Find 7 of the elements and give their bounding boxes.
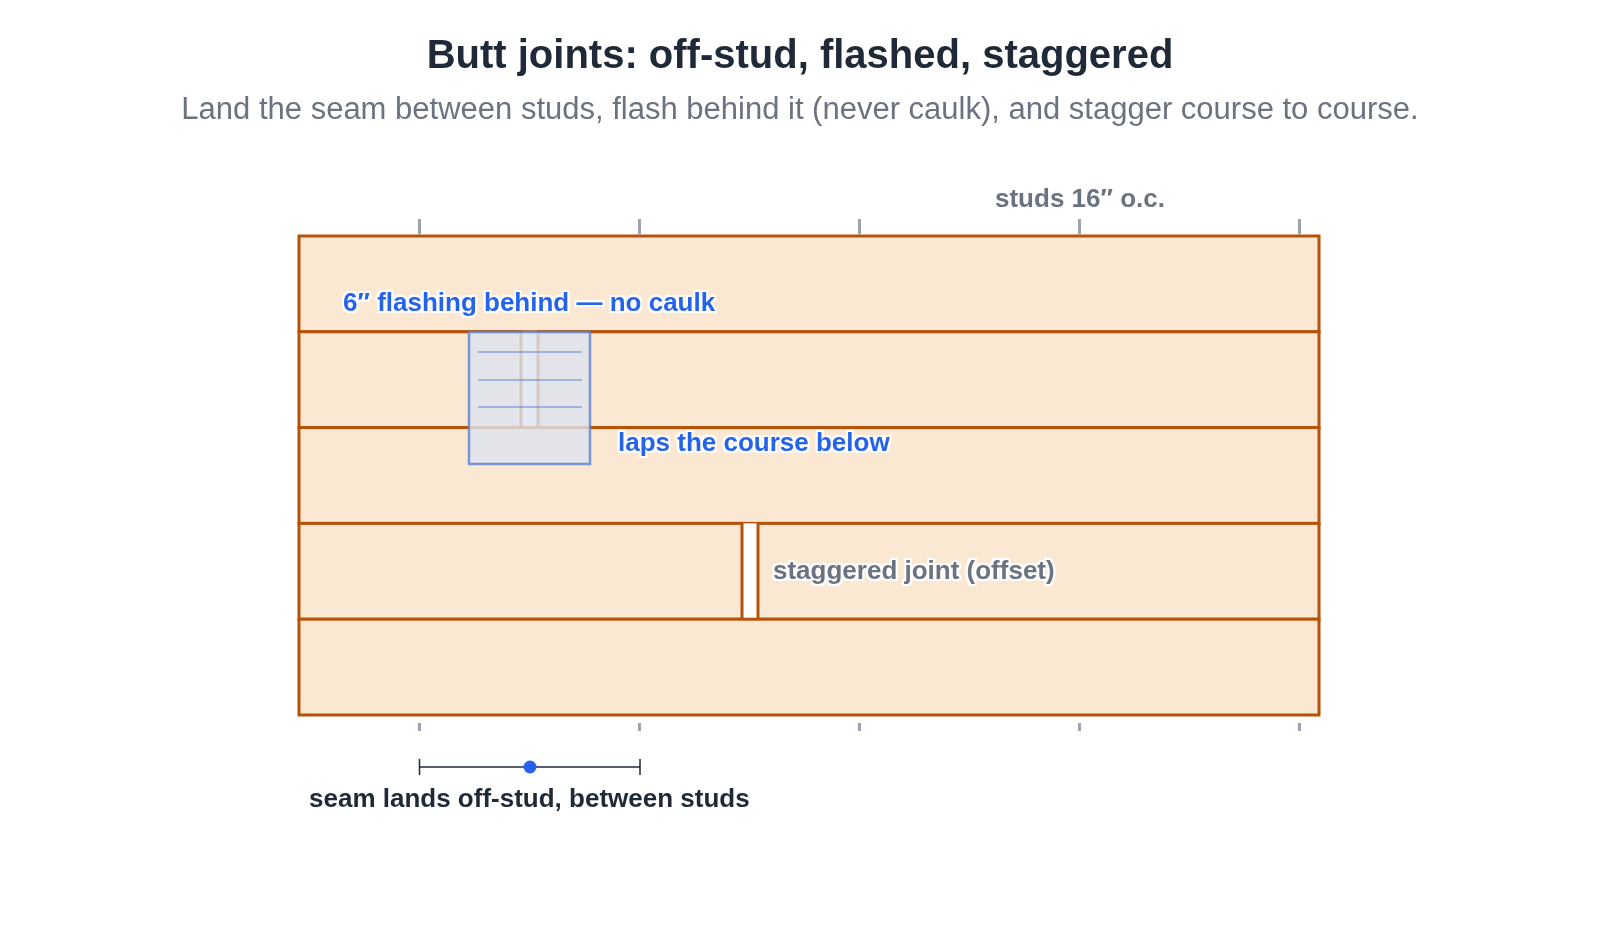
title: Butt joints: off-stud, flashed, staggered <box>426 31 1174 77</box>
stud-spacing-label: studs 16″ o.c. <box>995 184 1165 214</box>
stagger-annotation: staggered joint (offset) <box>773 556 1055 586</box>
lap-annotation: laps the course below <box>618 428 890 458</box>
flashing-annotation: 6″ flashing behind — no caulk <box>343 288 716 318</box>
seam-annotation: seam lands off-stud, between studs <box>309 784 750 814</box>
subtitle: Land the seam between studs, flash behind it (never caulk), and stagger course to course. <box>181 91 1419 127</box>
